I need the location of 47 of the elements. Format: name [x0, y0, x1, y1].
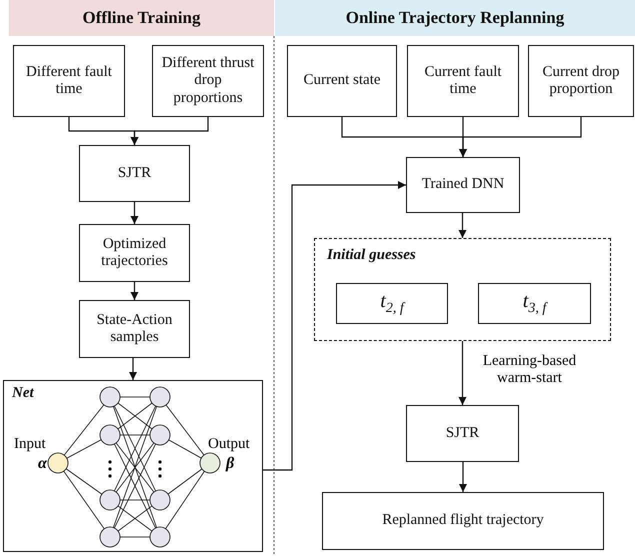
- input-box: [287, 45, 397, 117]
- dashed-group: [314, 238, 611, 341]
- group-title: Net: [12, 385, 34, 402]
- output-box: [322, 492, 604, 550]
- box-label: Different thrust drop proportions: [161, 55, 255, 107]
- section-header: [275, 0, 635, 36]
- variable-box: [478, 283, 591, 324]
- box-label: SJTR: [118, 164, 152, 182]
- input-box: [407, 45, 519, 117]
- arrow: [130, 282, 138, 300]
- network-panel: [3, 380, 263, 552]
- arrow: [130, 117, 209, 145]
- arrow: [263, 181, 406, 471]
- process-box: [406, 405, 519, 462]
- box-label: SJTR: [446, 424, 480, 442]
- section-title: Online Trajectory Replanning: [346, 8, 564, 28]
- section-title: Offline Training: [82, 8, 200, 28]
- arrow: [459, 117, 582, 157]
- input-box: [528, 45, 634, 117]
- input-box: [13, 45, 125, 117]
- input-box: [152, 45, 264, 117]
- group-title: Initial guesses: [327, 247, 416, 264]
- arrow: [458, 213, 466, 238]
- process-box: [79, 224, 190, 282]
- input-label: Input: [14, 436, 46, 453]
- section-header: [9, 0, 274, 36]
- arrow: [130, 202, 138, 224]
- arrow: [459, 462, 467, 492]
- variable-box: [336, 283, 448, 324]
- box-label: Replanned flight trajectory: [382, 512, 544, 530]
- process-box: [79, 145, 190, 202]
- arrow: [129, 358, 137, 380]
- box-label: State-Action samples: [96, 312, 174, 346]
- box-label: Optimized trajectories: [100, 236, 169, 270]
- arrow: [458, 341, 466, 405]
- box-label: Current fault time: [423, 64, 503, 98]
- box-label: t$_{3, f}$: [522, 290, 546, 318]
- box-label: Different fault time: [25, 64, 113, 98]
- process-box: [406, 157, 520, 213]
- box-label: Current state: [303, 72, 381, 90]
- process-box: [79, 300, 190, 358]
- output-symbol: β: [226, 455, 234, 473]
- box-label: t$_{2, f}$: [380, 290, 404, 318]
- input-symbol: α: [38, 455, 47, 473]
- box-label: Trained DNN: [422, 176, 504, 194]
- output-label: Output: [208, 436, 250, 453]
- box-label: Current drop proportion: [541, 64, 621, 98]
